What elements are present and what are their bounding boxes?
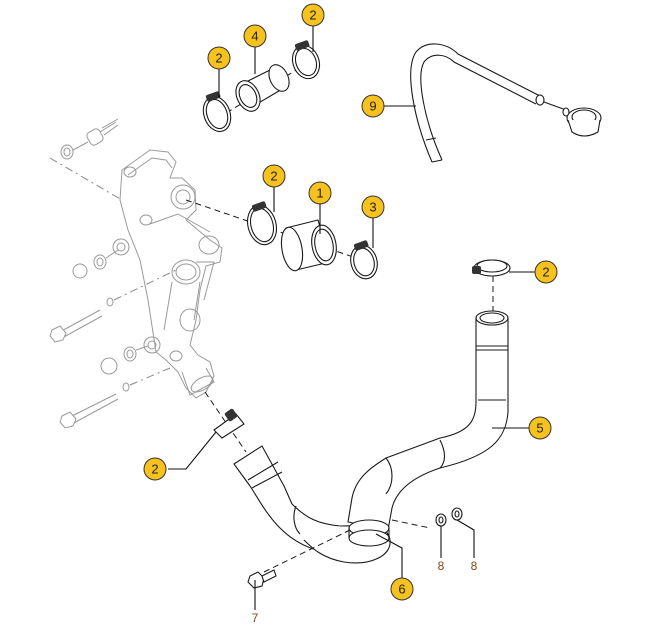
callout-clamp-band: 6 — [390, 577, 414, 601]
lower-hose-assembly — [204, 391, 463, 589]
callout-clamp-top-right: 2 — [301, 3, 325, 27]
callout-bent-hose: 9 — [361, 94, 385, 118]
leader-lines — [168, 24, 535, 610]
svg-text:2: 2 — [215, 51, 222, 66]
svg-text:1: 1 — [316, 186, 323, 201]
label-washer-1: 8 — [438, 559, 445, 573]
svg-text:9: 9 — [369, 99, 376, 114]
top-assembly — [202, 40, 321, 133]
housing-bracket — [112, 149, 223, 399]
svg-text:4: 4 — [251, 29, 258, 44]
callout-sleeve-top: 4 — [243, 24, 267, 48]
svg-text:5: 5 — [536, 421, 543, 436]
pipe-assembly — [347, 259, 511, 531]
svg-text:2: 2 — [309, 8, 316, 23]
housing-fasteners — [49, 118, 177, 429]
callout-clamp-mid-right: 3 — [361, 195, 385, 219]
callout-sleeve-mid: 1 — [308, 181, 332, 205]
callout-clamp-right: 2 — [534, 260, 558, 284]
callout-clamp-lower: 2 — [143, 457, 167, 481]
callout-pipe: 5 — [528, 416, 552, 440]
svg-text:2: 2 — [270, 169, 277, 184]
label-washer-2: 8 — [471, 559, 478, 573]
svg-text:2: 2 — [542, 265, 549, 280]
callout-clamp-top-left: 2 — [207, 46, 231, 70]
svg-text:3: 3 — [369, 200, 376, 215]
svg-text:6: 6 — [398, 582, 405, 597]
svg-text:2: 2 — [151, 462, 158, 477]
bent-hose-assembly — [410, 43, 602, 163]
middle-assembly — [185, 199, 378, 280]
callout-clamp-mid: 2 — [262, 164, 286, 188]
label-bolt: 7 — [252, 611, 259, 625]
